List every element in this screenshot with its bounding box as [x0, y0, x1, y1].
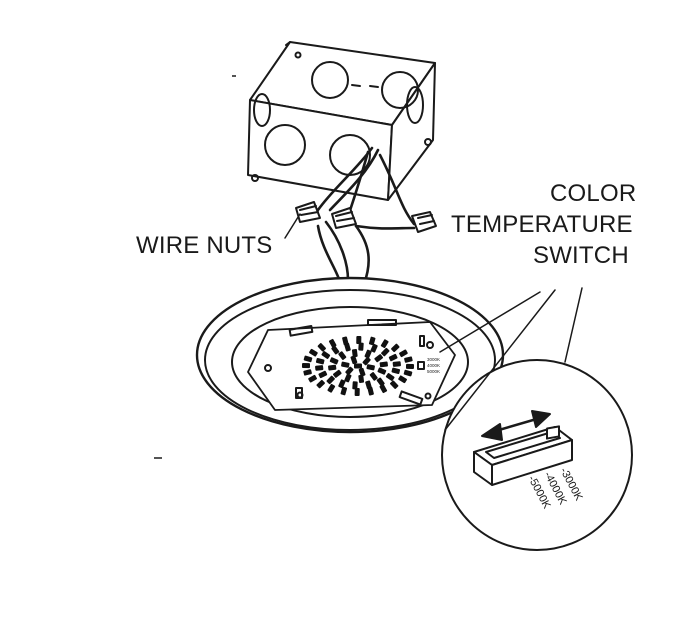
- switch-slider[interactable]: [546, 425, 560, 440]
- led-array: [301, 335, 415, 397]
- led-chip: [352, 381, 358, 390]
- led-chip: [362, 356, 371, 366]
- led-chip: [358, 374, 365, 384]
- color-temp-label-line3: SWITCH: [533, 242, 629, 269]
- led-chip: [354, 387, 360, 397]
- led-chip: [390, 380, 399, 389]
- led-chip: [351, 348, 358, 358]
- led-chip: [366, 364, 375, 371]
- led-chip: [316, 379, 325, 389]
- led-chip: [338, 351, 347, 360]
- led-chip: [364, 349, 372, 359]
- led-chip: [381, 347, 390, 357]
- led-chip: [308, 374, 317, 383]
- arrow-right: [531, 410, 551, 428]
- led-chip: [338, 379, 346, 389]
- led-chip: [318, 370, 328, 379]
- led-chip: [391, 343, 400, 353]
- knockout-top-right: [381, 71, 419, 109]
- fixture-trim: [231, 306, 469, 418]
- switch-labels-small: 3000K 4000K 5000K: [427, 357, 440, 374]
- led-chip: [388, 353, 398, 362]
- junction-box: [247, 41, 436, 201]
- color-temp-switch[interactable]: [417, 361, 425, 370]
- led-chip: [392, 361, 401, 367]
- led-chip: [344, 373, 352, 383]
- led-chip: [368, 336, 376, 346]
- small-label-3000k: 3000K: [427, 357, 440, 362]
- led-chip: [328, 364, 337, 371]
- switch-zoom-callout: [441, 287, 633, 551]
- led-chip: [365, 380, 372, 390]
- small-label-5000k: 5000K: [427, 369, 440, 374]
- knockout-top-left: [311, 61, 349, 99]
- wire-nuts-label: WIRE NUTS: [136, 232, 273, 259]
- led-chip: [358, 367, 366, 377]
- led-chip: [328, 338, 337, 348]
- led-chip: [315, 365, 324, 371]
- led-chip: [399, 349, 408, 358]
- wire-nut-right: [411, 211, 437, 233]
- led-chip: [391, 367, 401, 374]
- arrow-left: [481, 423, 503, 441]
- led-chip: [326, 375, 335, 385]
- led-chip: [345, 366, 354, 376]
- led-chip: [356, 335, 362, 345]
- led-chip: [398, 375, 407, 384]
- led-chip: [385, 373, 395, 381]
- led-chip: [379, 361, 388, 368]
- led-chip: [309, 348, 318, 357]
- led-chip: [342, 336, 349, 346]
- led-chip: [321, 351, 331, 359]
- led-chip: [367, 386, 374, 396]
- led-chip: [374, 354, 383, 363]
- led-chip: [344, 342, 351, 352]
- led-chip: [303, 369, 312, 376]
- led-chip: [340, 386, 348, 396]
- led-chip: [315, 358, 325, 365]
- led-chip: [317, 343, 326, 352]
- led-chip: [301, 363, 311, 369]
- led-chip: [379, 384, 388, 394]
- led-chip: [404, 356, 413, 363]
- led-chip: [370, 343, 378, 353]
- wire-nuts-leader: [284, 213, 301, 239]
- color-temp-label-line1: COLOR: [550, 180, 637, 207]
- led-chip: [358, 342, 364, 351]
- knockout-front-left: [264, 124, 306, 166]
- small-label-4000k: 4000K: [427, 363, 440, 368]
- led-chip: [341, 361, 350, 368]
- led-chip: [377, 367, 387, 375]
- led-chip: [405, 363, 415, 369]
- led-chip: [303, 355, 313, 363]
- wire-nut-left: [295, 201, 321, 223]
- led-chip: [403, 369, 413, 377]
- led-chip: [376, 377, 385, 387]
- switch-leader: [439, 291, 541, 353]
- led-chip: [369, 372, 378, 381]
- led-chip: [354, 363, 362, 369]
- light-fixture: [195, 276, 541, 434]
- led-chip: [329, 357, 339, 365]
- led-chip: [380, 339, 389, 349]
- led-chip: [327, 383, 336, 393]
- fixture-rim-edge: [204, 289, 496, 431]
- led-chip: [350, 355, 358, 365]
- wire-nut-center: [331, 207, 357, 229]
- led-chip: [331, 345, 340, 355]
- led-chip: [333, 369, 342, 378]
- color-temp-label-line2: TEMPERATURE: [451, 211, 633, 238]
